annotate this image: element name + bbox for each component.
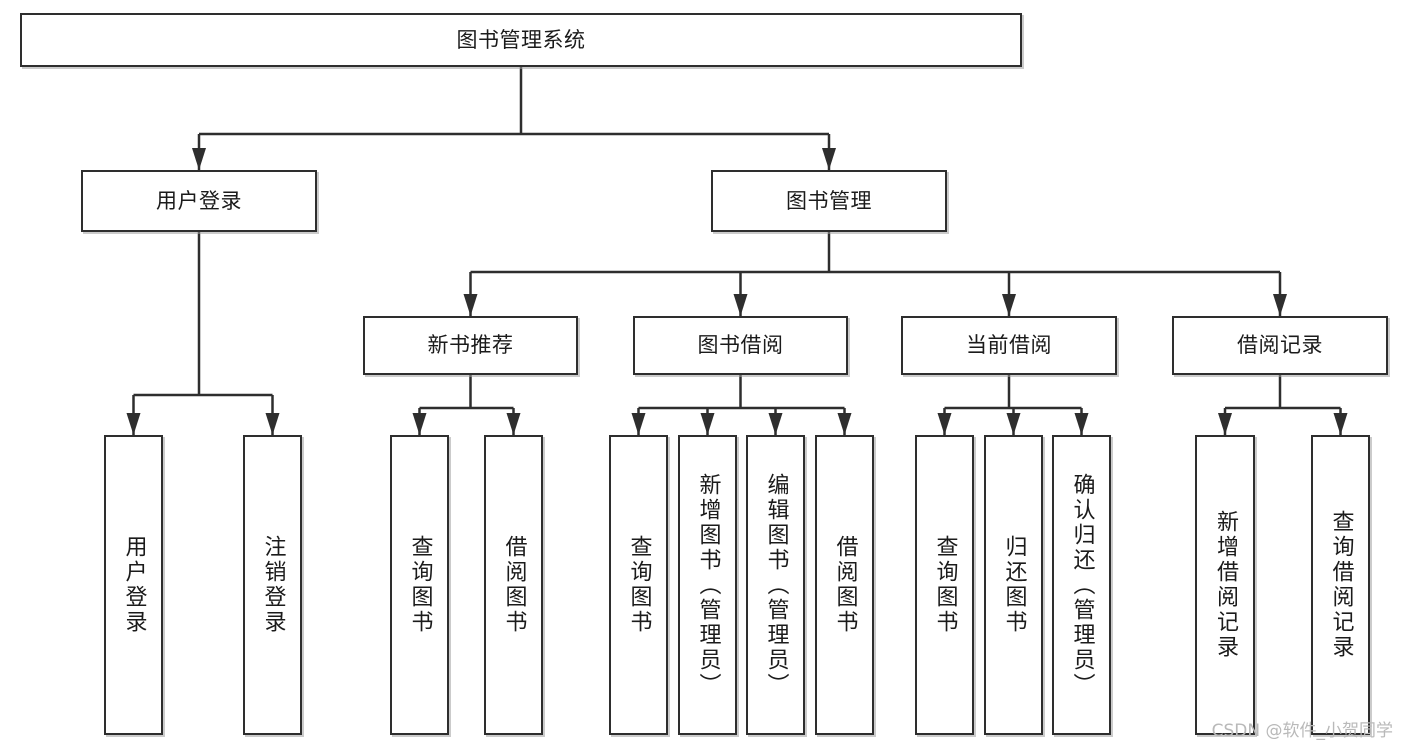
node-leaf-cur-query[interactable]: 查询图书 (915, 435, 974, 735)
edge-arrowhead (126, 413, 141, 435)
node-leaf-cur-confirm[interactable]: 确认归还（管理员） (1052, 435, 1111, 735)
edge-arrowhead (506, 413, 521, 435)
node-label: 新增借阅记录 (1213, 510, 1238, 660)
edge-arrowhead (1074, 413, 1089, 435)
edge-arrowhead (1218, 413, 1232, 435)
edge-arrowhead (192, 148, 206, 170)
node-current[interactable]: 当前借阅 (901, 316, 1117, 375)
node-label: 确认归还（管理员） (1069, 472, 1095, 698)
node-label: 归还图书 (1001, 535, 1027, 635)
node-leaf-bk-edit[interactable]: 编辑图书（管理员） (746, 435, 805, 735)
node-root[interactable]: 图书管理系统 (20, 13, 1022, 67)
node-label: 图书借阅 (697, 333, 784, 358)
edge-arrowhead (1333, 413, 1348, 435)
node-label: 借阅记录 (1237, 333, 1323, 358)
node-label: 注销登录 (260, 535, 286, 635)
node-leaf-bk-query[interactable]: 查询图书 (609, 435, 668, 735)
node-label: 当前借阅 (966, 333, 1052, 358)
edge-arrowhead (265, 413, 280, 435)
edge-arrowhead (937, 413, 952, 435)
edge-arrowhead (733, 294, 748, 316)
node-label: 用户登录 (121, 535, 147, 635)
edge-arrowhead (631, 413, 646, 435)
edge-arrowhead (768, 413, 783, 435)
node-label: 查询图书 (932, 535, 958, 635)
edge-arrowhead (412, 413, 427, 435)
node-label: 图书管理系统 (456, 27, 586, 52)
node-leaf-cur-return[interactable]: 归还图书 (984, 435, 1043, 735)
node-leaf-bk-borrow[interactable]: 借阅图书 (815, 435, 874, 735)
node-label: 新书推荐 (427, 333, 514, 358)
node-newbook[interactable]: 新书推荐 (363, 316, 578, 375)
node-leaf-rec-add[interactable]: 新增借阅记录 (1195, 435, 1255, 735)
node-label: 借阅图书 (501, 535, 527, 635)
node-leaf-user-logout[interactable]: 注销登录 (243, 435, 302, 735)
node-leaf-rec-query[interactable]: 查询借阅记录 (1311, 435, 1370, 735)
edge-arrowhead (1002, 294, 1016, 316)
node-leaf-user-login[interactable]: 用户登录 (104, 435, 163, 735)
edge-arrowhead (1273, 294, 1287, 316)
node-label: 查询借阅记录 (1328, 510, 1354, 660)
node-leaf-nb-query[interactable]: 查询图书 (390, 435, 449, 735)
edge-arrowhead (700, 413, 715, 435)
node-label: 编辑图书（管理员） (763, 472, 789, 698)
node-label: 借阅图书 (832, 535, 858, 635)
edge-arrowhead (822, 148, 836, 170)
node-label: 查询图书 (407, 535, 433, 635)
node-leaf-bk-add[interactable]: 新增图书（管理员） (678, 435, 737, 735)
node-borrow[interactable]: 图书借阅 (633, 316, 848, 375)
node-label: 查询图书 (626, 535, 652, 635)
edge-arrowhead (837, 413, 852, 435)
node-label: 用户登录 (156, 188, 242, 213)
node-label: 新增图书（管理员） (695, 472, 721, 698)
node-leaf-nb-borrow[interactable]: 借阅图书 (484, 435, 543, 735)
node-label: 图书管理 (786, 188, 872, 213)
node-records[interactable]: 借阅记录 (1172, 316, 1388, 375)
node-bookmgmt[interactable]: 图书管理 (711, 170, 947, 232)
node-login[interactable]: 用户登录 (81, 170, 317, 232)
edge-arrowhead (463, 294, 478, 316)
edge-arrowhead (1006, 413, 1021, 435)
